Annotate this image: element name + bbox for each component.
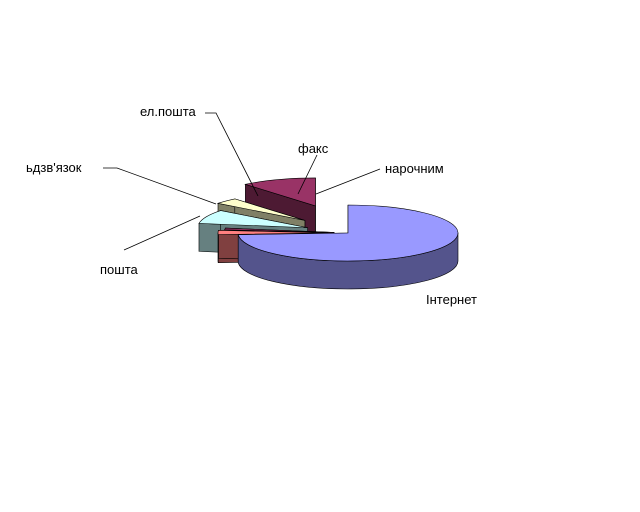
slice-email <box>198 210 308 229</box>
label-long-distance: ьдзв'язок <box>26 160 82 175</box>
leader-lines <box>103 112 381 251</box>
slice-courier <box>217 229 329 235</box>
leader-line-email <box>205 112 259 197</box>
slice-internet <box>237 204 459 262</box>
leader-line-courier <box>315 168 381 195</box>
pie-slices <box>198 177 459 290</box>
label-fax: факс <box>298 141 329 156</box>
leader-line-fax <box>297 154 318 195</box>
slice-labels: Інтернет нарочним факс ел.пошта ьдзв'язо… <box>26 104 477 307</box>
slice-post <box>244 177 316 207</box>
label-post: пошта <box>100 262 139 277</box>
leader-line-long-distance <box>103 167 217 205</box>
label-courier: нарочним <box>385 161 444 176</box>
slice-fax <box>224 227 335 233</box>
slice-long-distance <box>216 198 306 221</box>
leader-line-post <box>123 215 201 251</box>
label-email: ел.пошта <box>140 104 197 119</box>
label-internet: Інтернет <box>426 292 477 307</box>
